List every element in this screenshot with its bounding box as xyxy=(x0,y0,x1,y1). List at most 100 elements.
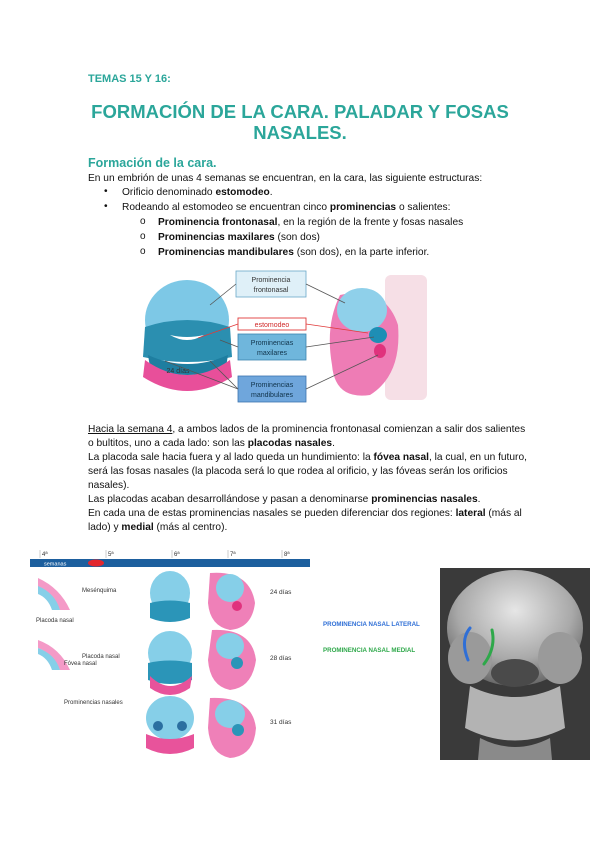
timeline-bar xyxy=(30,559,310,567)
bullet-2-bold: prominencias xyxy=(329,202,397,213)
label-prominencias-nasales: Prominencias nasales xyxy=(64,700,123,706)
bullet-2-text: Rodeando al estomodeo se encuentran cinc… xyxy=(122,202,330,213)
paragraph-1-bold: placodas nasales xyxy=(247,438,333,449)
bullet-2-end: o salientes: xyxy=(396,202,451,213)
title-line-2: NASALES. xyxy=(253,122,347,143)
photo-mandible xyxy=(465,686,565,741)
paragraph-4-bold-lateral: lateral xyxy=(455,508,486,519)
label-mesenquima: Mesénquima xyxy=(82,588,117,594)
sub-marker-2: o xyxy=(140,231,146,242)
paragraph-3-end: . xyxy=(477,494,481,505)
photo-stomodeum xyxy=(491,659,539,687)
label-frontonasal-2: frontonasal xyxy=(254,287,289,294)
bullet-marker-1: • xyxy=(104,186,108,197)
section-1-ectoderm xyxy=(38,578,70,610)
nasal-development-diagram: 4ª 5ª 6ª 7ª 8ª semanas Mesénquima Placod… xyxy=(30,550,310,758)
paragraph-3-bold: prominencias nasales xyxy=(371,494,478,505)
timeline-marker xyxy=(88,559,104,567)
legend-medial: PROMINENCIA NASAL MEDIAL xyxy=(323,647,416,654)
day-31-label: 31 días xyxy=(270,719,292,726)
label-placoda-1: Placoda nasal xyxy=(36,618,74,624)
section-1-mesenchyme xyxy=(38,586,60,610)
paragraph-2-text: La placoda sale hacia fuera y al lado qu… xyxy=(88,452,374,463)
sub-item-1: Prominencia frontonasal, en la región de… xyxy=(158,216,463,230)
label-placoda-2: Placoda nasal xyxy=(82,654,120,660)
paragraph-1-end: . xyxy=(332,438,335,449)
label-mandibulares-2: mandibulares xyxy=(251,392,294,399)
section-subtitle: Formación de la cara. xyxy=(88,156,217,170)
photo-neck xyxy=(478,738,552,760)
paragraph-4-mid: (más al lado) y xyxy=(88,508,522,533)
bullet-1: Orificio denominado estomodeo. xyxy=(122,186,273,200)
label-box-maxilares xyxy=(237,333,307,361)
page-title: FORMACIÓN DE LA CARA. PALADAR Y FOSAS NA… xyxy=(60,101,540,143)
week-ticks xyxy=(39,550,283,558)
photo-right-prominence xyxy=(538,632,582,684)
bullet-1-end: . xyxy=(269,187,273,198)
paragraph-1: Hacia la semana 4, a ambos lados de la p… xyxy=(88,423,528,451)
embryo-row-31: 31 días xyxy=(146,696,292,758)
paragraph-4: En cada una de estas prominencias nasale… xyxy=(88,507,528,535)
sub-item-1-text: , en la región de la frente y fosas nasa… xyxy=(277,217,464,228)
photo-left-prominence xyxy=(448,632,492,684)
week-7-label: 7ª xyxy=(230,551,236,558)
side-mandibular-shape xyxy=(374,344,386,358)
week-4-label: 4ª xyxy=(42,551,48,558)
label-estomodeo: estomodeo xyxy=(255,322,290,329)
legend-lateral: PROMINENCIA NASAL LATERAL xyxy=(323,621,420,628)
week-labels: 4ª 5ª 6ª 7ª 8ª xyxy=(42,551,290,558)
sem-embryo-photo xyxy=(440,568,590,760)
paragraph-1-text: , a ambos lados de la prominencia fronto… xyxy=(88,424,526,449)
section-2-mesenchyme xyxy=(38,648,60,670)
embryo-face-diagram: 24 días Prominencia frontonasal estomode… xyxy=(143,270,427,403)
intro-text: En un embrión de unas 4 semanas se encue… xyxy=(88,173,483,184)
medial-highlight xyxy=(482,628,495,666)
title-line-1: FORMACIÓN DE LA CARA. PALADAR Y FOSAS xyxy=(91,101,509,122)
paragraph-3-text: Las placodas acaban desarrollándose y pa… xyxy=(88,494,372,505)
watermark-shape xyxy=(385,275,427,400)
section-number: TEMAS 15 Y 16: xyxy=(88,73,171,85)
mandibular-shape xyxy=(148,355,228,375)
label-frontonasal-1: Prominencia xyxy=(252,277,291,284)
sub-item-2-text: (son dos) xyxy=(274,232,320,243)
week-6-label: 6ª xyxy=(174,551,180,558)
paragraph-4-text: En cada una de estas prominencias nasale… xyxy=(88,508,456,519)
paragraph-2: La placoda sale hacia fuera y al lado qu… xyxy=(88,451,528,493)
semanas-label: semanas xyxy=(44,562,67,568)
embryo-row-24: 24 días xyxy=(150,571,292,630)
paragraph-4-bold-medial: medial xyxy=(121,522,154,533)
lateral-highlight xyxy=(463,626,472,662)
bullet-1-bold: estomodeo xyxy=(215,187,270,198)
label-maxilares-1: Prominencias xyxy=(251,340,294,347)
sub-marker-1: o xyxy=(140,216,146,227)
label-maxilares-2: maxilares xyxy=(257,350,287,357)
bullet-1-text: Orificio denominado xyxy=(122,187,216,198)
paragraph-3: Las placodas acaban desarrollándose y pa… xyxy=(88,493,528,507)
sub-item-1-bold: Prominencia frontonasal xyxy=(158,217,278,228)
bullet-2: Rodeando al estomodeo se encuentran cinc… xyxy=(122,201,450,215)
section-2-ectoderm xyxy=(38,640,70,670)
paragraph-2-bold: fóvea nasal xyxy=(373,452,429,463)
label-mandibulares-1: Prominencias xyxy=(251,382,294,389)
day-28-label: 28 días xyxy=(270,655,292,662)
sub-item-2-bold: Prominencias maxilares xyxy=(158,232,275,243)
sub-item-2: Prominencias maxilares (son dos) xyxy=(158,231,320,245)
days-label: 24 días xyxy=(167,368,190,375)
stomodeum-shape xyxy=(170,335,204,340)
side-frontonasal-shape xyxy=(337,288,387,332)
sub-item-3-bold: Prominencias mandibulares xyxy=(158,247,294,258)
connector-lines xyxy=(164,283,379,390)
week-8-label: 8ª xyxy=(284,551,290,558)
day-24-label: 24 días xyxy=(270,589,292,596)
week-4-underline: Hacia la semana 4 xyxy=(88,424,173,435)
paragraph-2-end: , la cual, en un futuro, será las fosas … xyxy=(88,452,527,491)
week-5-label: 5ª xyxy=(108,551,114,558)
bullet-marker-2: • xyxy=(104,201,108,212)
sub-item-3-text: (son dos), en la parte inferior. xyxy=(293,247,430,258)
paragraph-4-end: (más al centro). xyxy=(153,522,228,533)
maxillary-shape xyxy=(143,320,232,362)
main-paragraph: Hacia la semana 4, a ambos lados de la p… xyxy=(88,423,528,535)
embryo-row-28: 28 días xyxy=(148,629,292,695)
sub-item-3: Prominencias mandibulares (son dos), en … xyxy=(158,246,429,260)
heart-bulge-shape xyxy=(143,360,232,391)
